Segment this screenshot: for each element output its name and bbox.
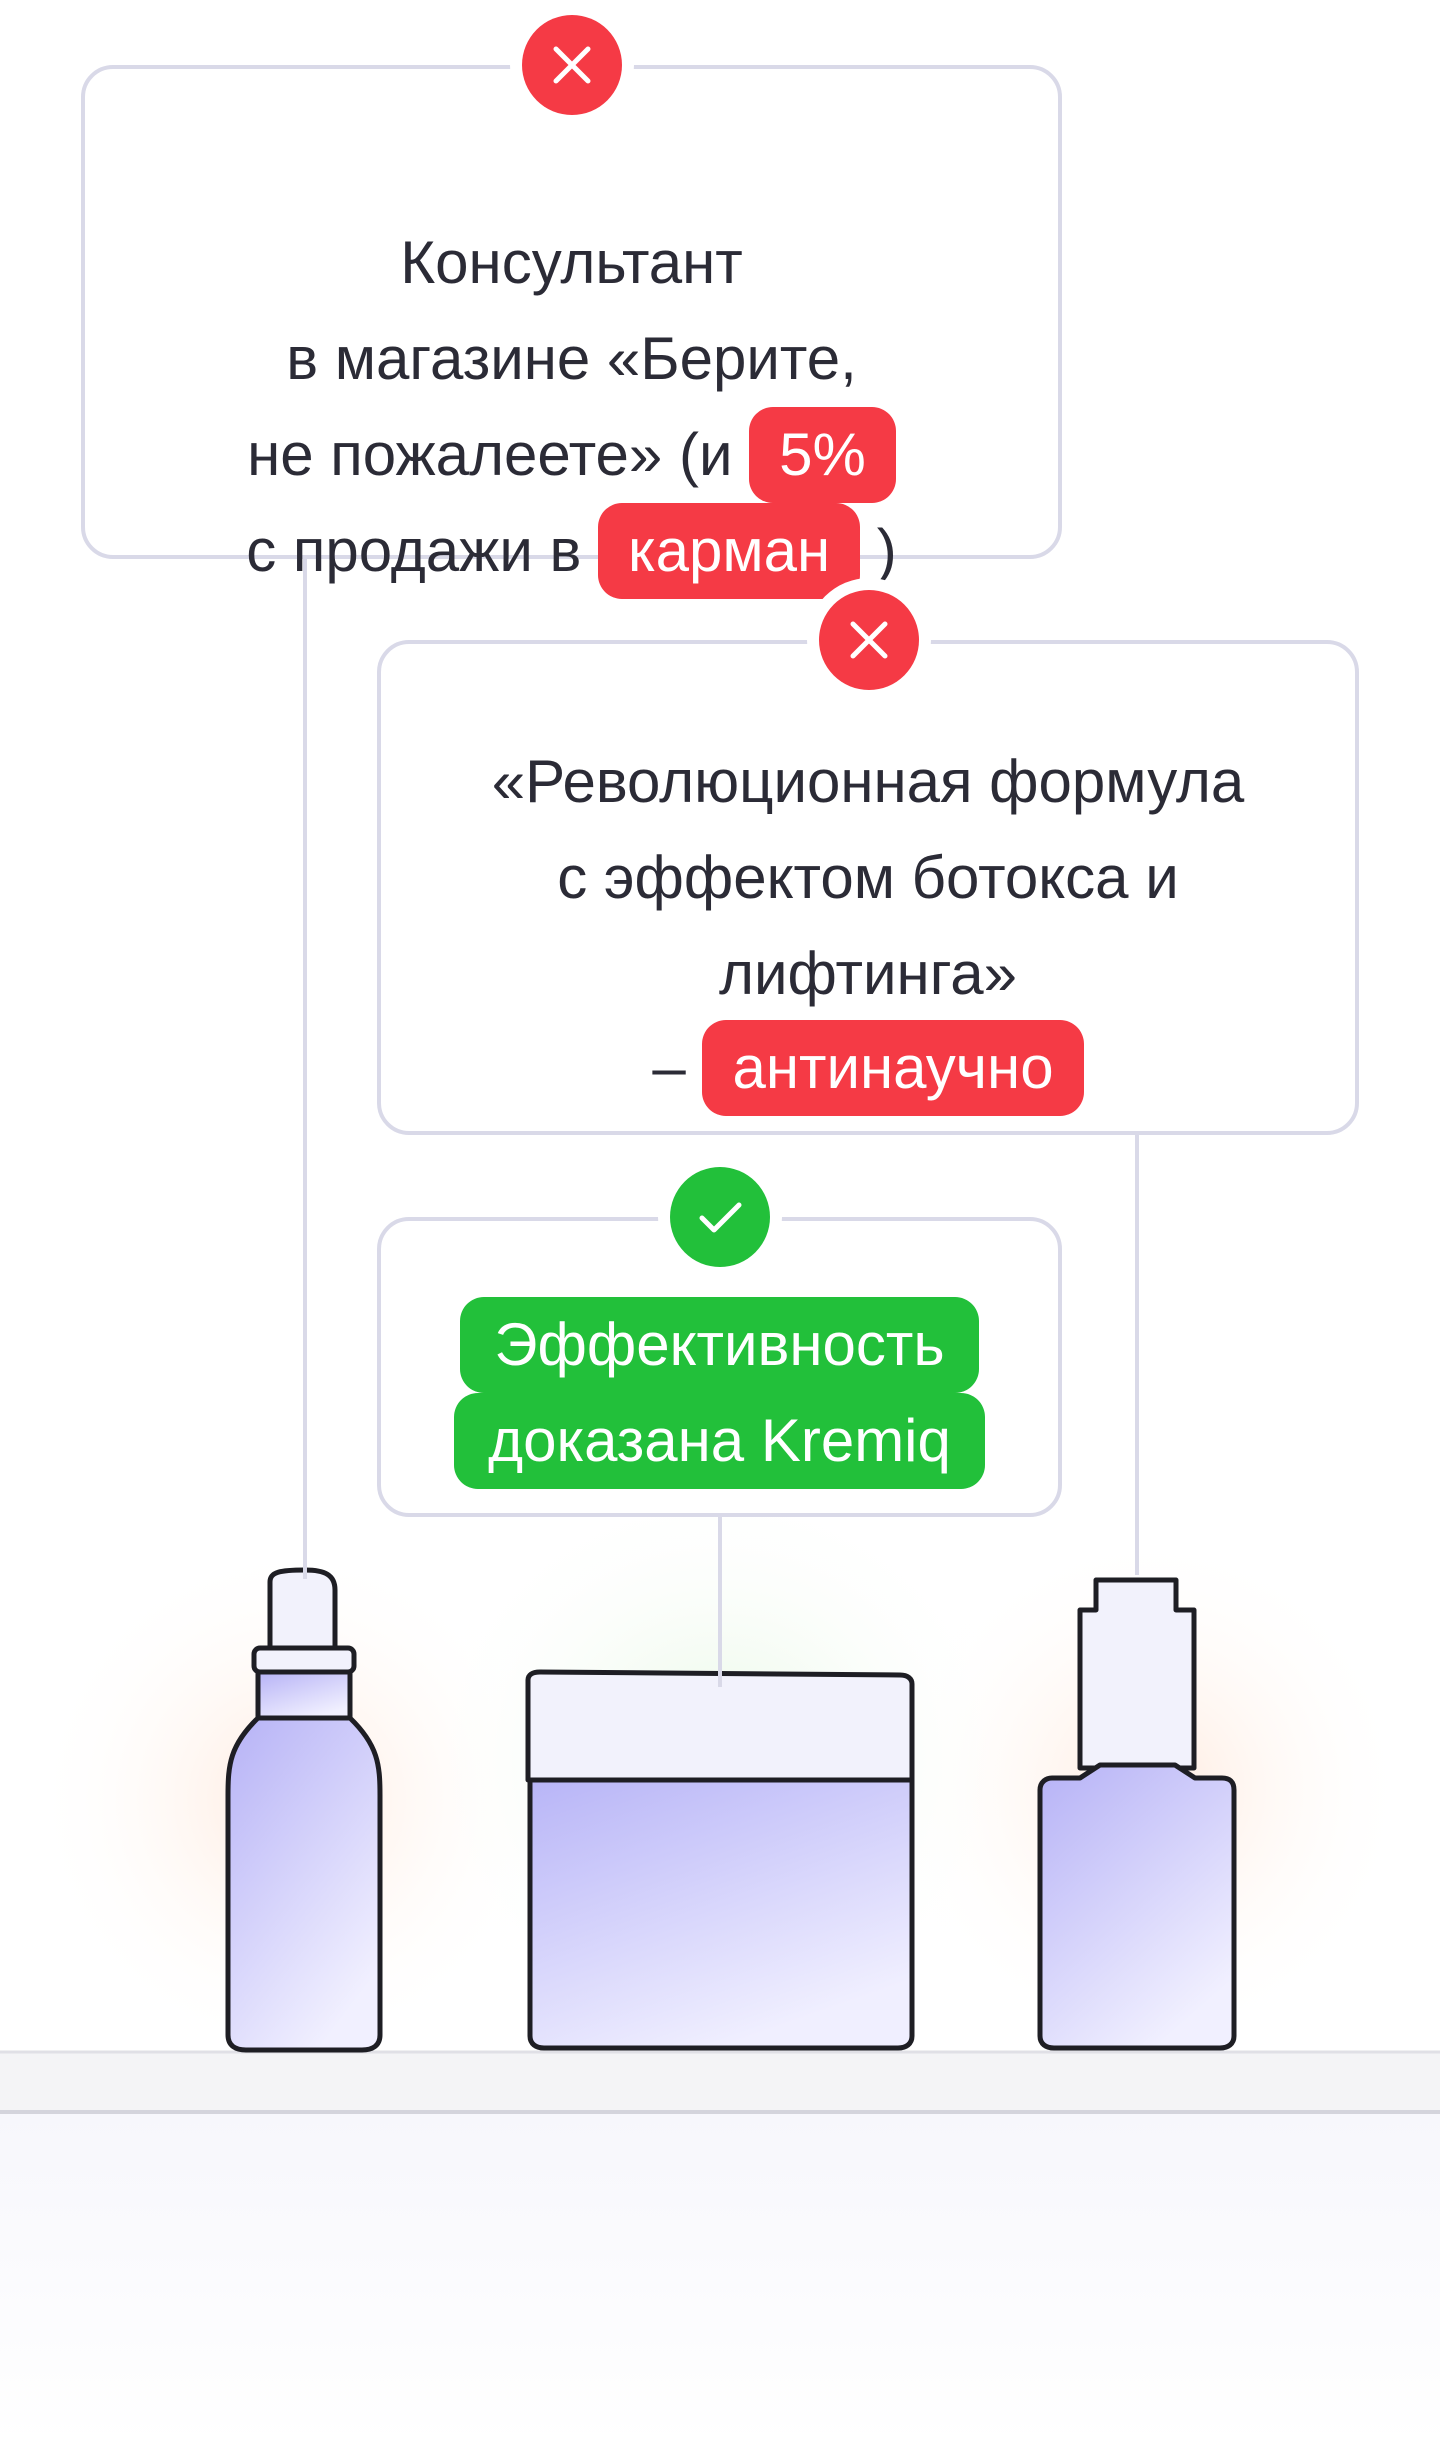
commission-highlight: 5% <box>749 407 896 503</box>
connector-line-proven <box>718 1517 722 1687</box>
proven-line-2: доказана Kremiq <box>381 1393 1058 1489</box>
consultant-line-3: не пожалеете» (и 5% <box>85 407 1058 503</box>
floor <box>0 2114 1440 2444</box>
consultant-card: Консультант в магазине «Берите, не пожал… <box>81 65 1062 599</box>
formula-card: «Революционная формула с эффектом ботокс… <box>377 640 1359 1135</box>
cream-jar <box>525 1669 915 2051</box>
formula-line-4-text: – <box>652 1034 703 1101</box>
connector-line-consultant <box>303 559 307 1579</box>
formula-line-3: лифтинга» <box>718 940 1017 1007</box>
consultant-line-3-text: не пожалеете» (и <box>247 421 750 488</box>
shelf-top <box>0 2052 1440 2112</box>
consultant-line-4-text: с продажи в <box>246 517 599 584</box>
formula-line-1: «Революционная формула <box>491 748 1245 815</box>
consultant-line-1: Консультант <box>400 229 743 296</box>
consultant-line-4: с продажи в карман ) <box>85 503 1058 599</box>
proven-highlight: доказана Kremiq <box>454 1393 985 1489</box>
dropper-bottle <box>225 1567 383 2053</box>
connector-line-formula <box>1135 1135 1139 1575</box>
formula-line-4: – антинаучно <box>381 1020 1355 1116</box>
effectiveness-highlight: Эффективность <box>460 1297 979 1393</box>
proven-line-1: Эффективность <box>381 1297 1058 1393</box>
consultant-line-2: в магазине «Берите, <box>286 325 857 392</box>
checkmark-icon <box>658 1155 782 1279</box>
close-icon <box>807 578 931 702</box>
close-icon <box>510 3 634 127</box>
pocket-highlight: карман <box>598 503 861 599</box>
formula-line-2: с эффектом ботокса и <box>557 844 1179 911</box>
consultant-line-4-tail: ) <box>876 517 897 584</box>
unscientific-highlight: антинаучно <box>702 1020 1084 1116</box>
pump-bottle <box>1037 1577 1237 2051</box>
